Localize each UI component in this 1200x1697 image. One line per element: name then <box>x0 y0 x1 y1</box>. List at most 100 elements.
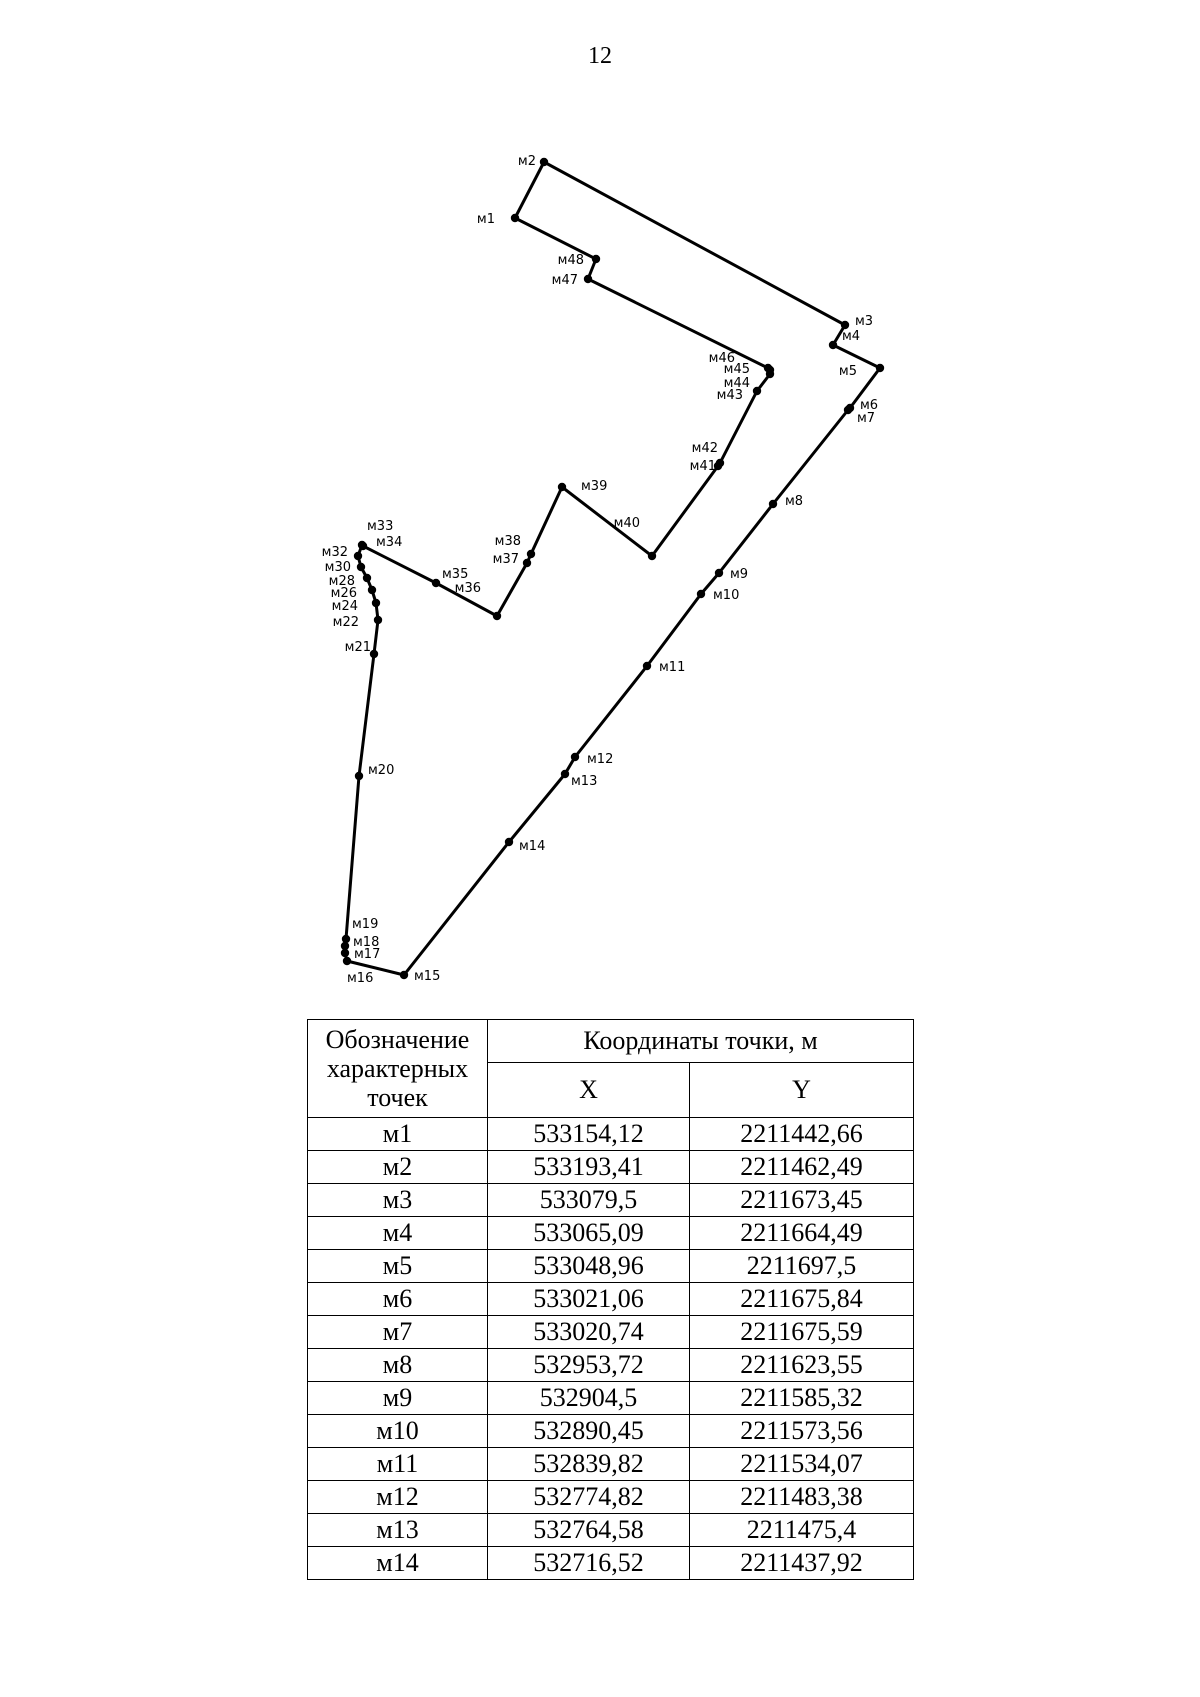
cell-y: 2211673,45 <box>688 1183 915 1217</box>
cell-y: 2211623,55 <box>688 1348 915 1382</box>
cell-y: 2211442,66 <box>688 1117 915 1151</box>
cell-y: 2211664,49 <box>688 1216 915 1250</box>
point-label-м11: м11 <box>659 660 685 675</box>
point-label-м17: м17 <box>354 947 380 962</box>
point-marker-м36 <box>492 611 502 621</box>
cell-point-name: м6 <box>307 1282 488 1316</box>
point-marker-м43 <box>752 386 762 396</box>
cell-x: 532839,82 <box>487 1447 690 1481</box>
cell-point-name: м4 <box>307 1216 488 1250</box>
point-marker-м24 <box>371 598 381 608</box>
cell-x: 532716,52 <box>487 1546 690 1580</box>
coordinates-table: Обозначение характерных точек Координаты… <box>307 1019 915 1580</box>
cell-point-name: м11 <box>307 1447 488 1481</box>
point-label-м21: м21 <box>345 640 371 655</box>
cell-y: 2211462,49 <box>688 1150 915 1184</box>
point-label-м10: м10 <box>713 588 739 603</box>
point-label-м14: м14 <box>519 839 545 854</box>
point-label-м32: м32 <box>322 545 348 560</box>
cell-y: 2211573,56 <box>688 1414 915 1448</box>
point-label-м37: м37 <box>493 552 519 567</box>
point-label-м16: м16 <box>347 971 373 986</box>
point-label-м7: м7 <box>857 411 875 426</box>
point-marker-м18 <box>340 941 350 951</box>
point-label-м45: м45 <box>724 362 750 377</box>
cell-y: 2211675,59 <box>688 1315 915 1349</box>
point-label-м34: м34 <box>376 535 402 550</box>
point-marker-м21 <box>369 649 379 659</box>
point-marker-м11 <box>642 661 652 671</box>
point-label-м26: м26 <box>331 586 357 601</box>
point-label-м19: м19 <box>352 917 378 932</box>
point-marker-м13 <box>560 769 570 779</box>
boundary-point-labels: м1м2м48м47м46м45м44м43м42м41м40м39м38м37… <box>322 154 878 986</box>
cell-point-name: м13 <box>307 1513 488 1547</box>
point-marker-м48 <box>591 254 601 264</box>
point-label-м2: м2 <box>518 154 536 169</box>
cell-x: 532953,72 <box>487 1348 690 1382</box>
cell-y: 2211675,84 <box>688 1282 915 1316</box>
point-label-м39: м39 <box>581 479 607 494</box>
point-marker-м17 <box>340 948 350 958</box>
point-label-м6: м6 <box>860 398 878 413</box>
point-label-м41: м41 <box>690 459 716 474</box>
point-label-м48: м48 <box>558 253 584 268</box>
cell-y: 2211437,92 <box>688 1546 915 1580</box>
cell-x: 533065,09 <box>487 1216 690 1250</box>
point-marker-м4 <box>828 340 838 350</box>
cell-point-name: м10 <box>307 1414 488 1448</box>
point-label-м47: м47 <box>552 273 578 288</box>
point-marker-м38 <box>526 549 536 559</box>
point-label-м22: м22 <box>333 615 359 630</box>
point-marker-м3 <box>840 320 850 330</box>
cell-x: 532904,5 <box>487 1381 690 1415</box>
point-label-м1: м1 <box>477 212 495 227</box>
point-marker-м26 <box>367 585 377 595</box>
point-marker-м12 <box>570 752 580 762</box>
point-label-м13: м13 <box>571 774 597 789</box>
point-label-м20: м20 <box>368 763 394 778</box>
cell-x: 532890,45 <box>487 1414 690 1448</box>
cell-point-name: м1 <box>307 1117 488 1151</box>
cell-point-name: м2 <box>307 1150 488 1184</box>
point-marker-м40 <box>647 551 657 561</box>
point-marker-м28 <box>362 573 372 583</box>
cell-point-name: м7 <box>307 1315 488 1349</box>
point-marker-м20 <box>354 771 364 781</box>
point-label-м24: м24 <box>332 599 358 614</box>
point-label-м28: м28 <box>329 574 355 589</box>
point-label-м33: м33 <box>367 519 393 534</box>
cell-x: 532764,58 <box>487 1513 690 1547</box>
cell-point-name: м3 <box>307 1183 488 1217</box>
point-label-м4: м4 <box>842 329 860 344</box>
header-point-designation: Обозначение характерных точек <box>307 1019 488 1118</box>
point-marker-м5 <box>875 363 885 373</box>
point-label-м3: м3 <box>855 314 873 329</box>
point-label-м8: м8 <box>785 494 803 509</box>
point-marker-м39 <box>557 482 567 492</box>
point-label-м36: м36 <box>455 581 481 596</box>
header-coordinates: Координаты точки, м <box>486 1019 915 1063</box>
boundary-point-markers <box>340 157 885 980</box>
point-label-м40: м40 <box>614 516 640 531</box>
cell-point-name: м9 <box>307 1381 488 1415</box>
point-marker-м37 <box>522 558 532 568</box>
point-marker-м1 <box>510 213 520 223</box>
cell-point-name: м8 <box>307 1348 488 1382</box>
cell-y: 2211483,38 <box>688 1480 915 1514</box>
cell-y: 2211697,5 <box>688 1249 915 1283</box>
point-label-м15: м15 <box>414 969 440 984</box>
point-marker-м41 <box>713 461 723 471</box>
cell-point-name: м12 <box>307 1480 488 1514</box>
